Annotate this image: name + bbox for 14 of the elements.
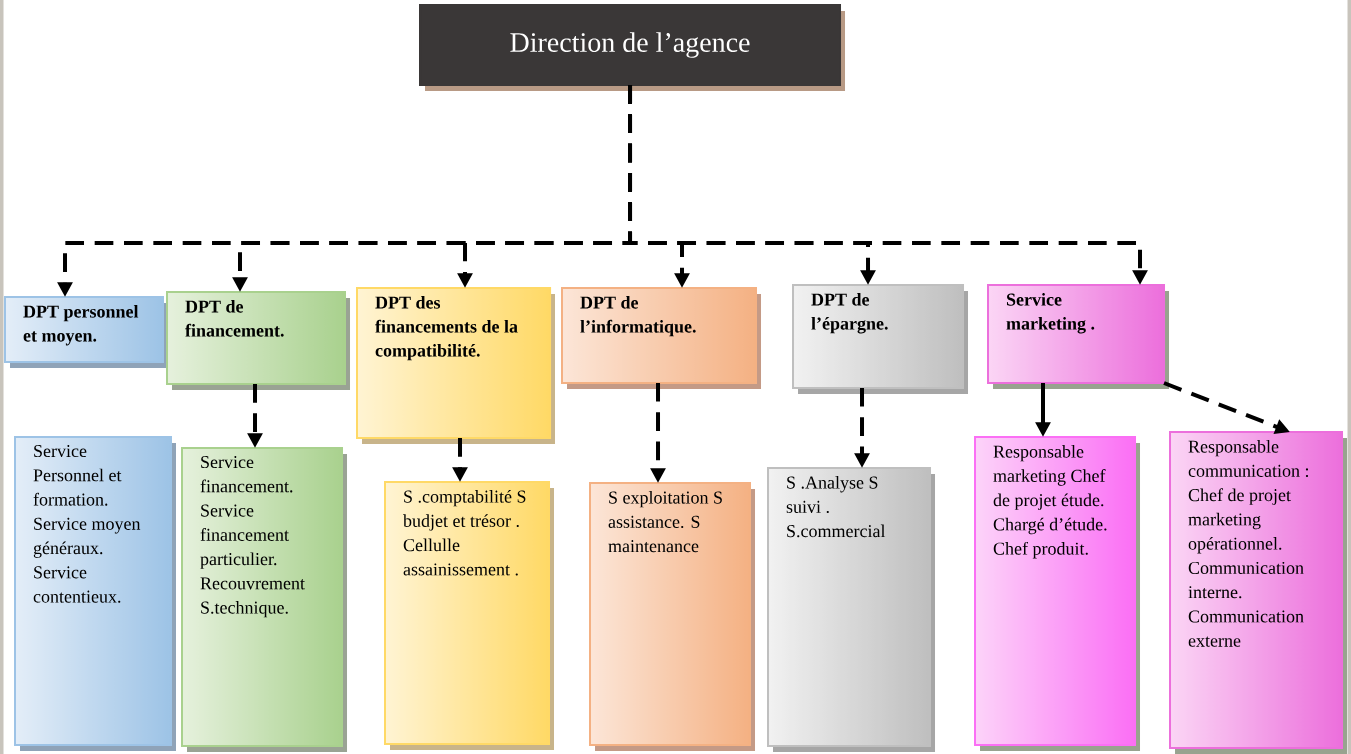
service-box: Service Personnel et formation. Service moyen généraux. Service contentieux.: [14, 436, 176, 751]
department-box: DPT de l’épargne.: [792, 284, 968, 394]
service-box: S exploitation S assistance. S maintenance: [589, 482, 755, 751]
service-box: Responsable communication : Chef de projet marketing opérationnel. Communication interne. Communication externe: [1169, 431, 1347, 754]
department-box: DPT de financement.: [166, 291, 350, 390]
service-box: S .Analyse S suivi . S.commercial: [767, 467, 935, 752]
service-box: Responsable marketing Chef de projet étude. Chargé d’étude. Chef produit.: [974, 436, 1140, 751]
service-box: S .comptabilité S budjet et trésor . Cellulle assainissement .: [384, 481, 554, 750]
department-box: Service marketing .: [987, 284, 1169, 389]
service-box: Service financement. Service financement particulier. Recouvrement S.technique.: [181, 447, 347, 752]
department-box: DPT des financements de la compatibilité.: [356, 287, 555, 444]
director-box: Direction de l’agence: [419, 4, 845, 91]
department-box: DPT de l’informatique.: [561, 287, 761, 389]
department-box: DPT personnel et moyen.: [4, 296, 168, 368]
